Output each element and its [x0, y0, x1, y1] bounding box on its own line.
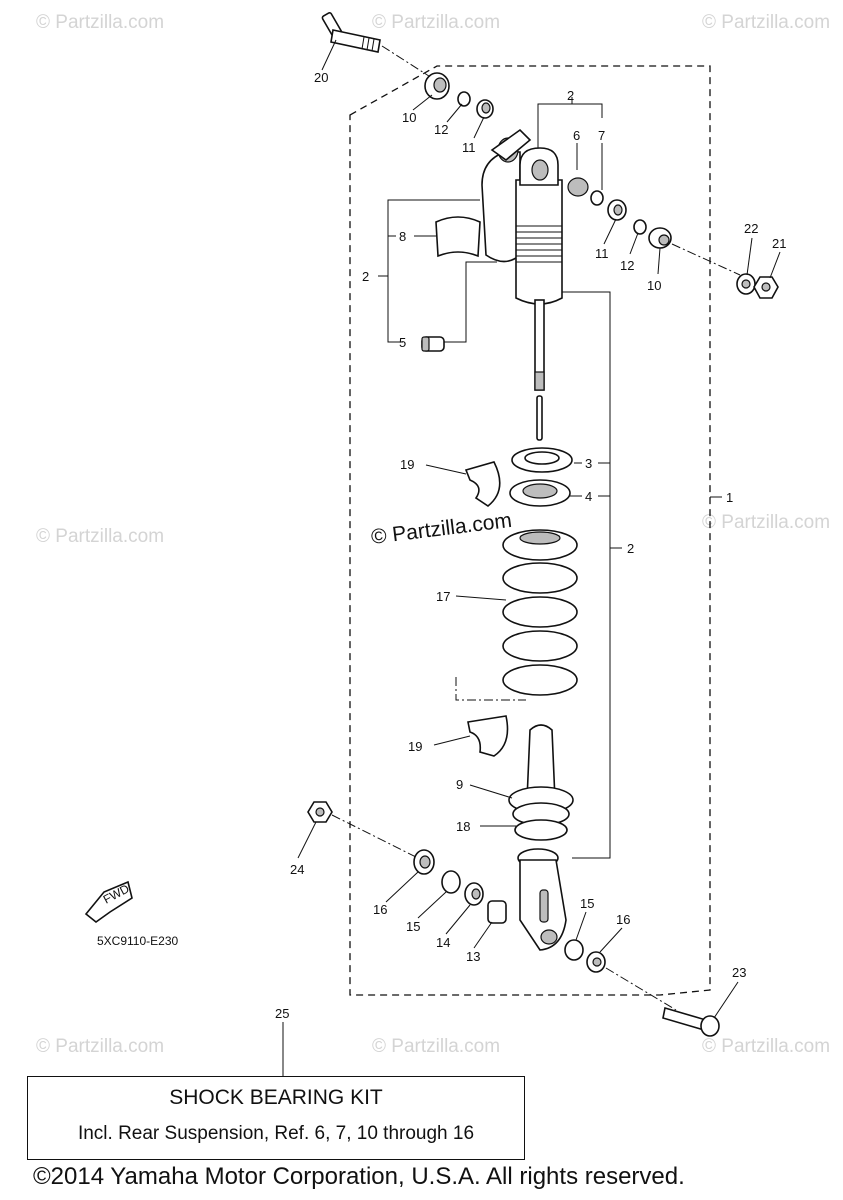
callout-14: 14 [436, 935, 450, 950]
callout-19: 19 [400, 457, 414, 472]
leader-lines [282, 39, 781, 1076]
right-collar-parts [607, 199, 779, 299]
assembly-boundary [349, 65, 711, 996]
valve-5 [421, 336, 445, 352]
adjust-nut-3 [511, 447, 573, 473]
callout-2: 2 [362, 269, 369, 284]
callout-6: 6 [573, 128, 580, 143]
diagram-code: 5XC9110-E230 [97, 934, 178, 948]
callout-15: 15 [580, 896, 594, 911]
callout-23: 23 [732, 965, 746, 980]
callout-2: 2 [567, 88, 574, 103]
callout-12: 12 [620, 258, 634, 273]
callout-25: 25 [275, 1006, 289, 1021]
callout-1: 1 [726, 490, 733, 505]
callout-11: 11 [462, 140, 476, 155]
watermark: © Partzilla.com [702, 512, 830, 533]
callout-2: 2 [627, 541, 634, 556]
callout-labels: 20 10 12 11 2 6 7 8 2 5 11 12 10 22 21 1… [275, 70, 786, 1021]
callout-9: 9 [456, 777, 463, 792]
shock-bearing-kit-box: SHOCK BEARING KIT Incl. Rear Suspension,… [27, 1076, 525, 1160]
callout-13: 13 [466, 949, 480, 964]
lower-bearing-parts-left [307, 801, 507, 924]
lower-bearing-parts-right [564, 939, 720, 1037]
watermark: © Partzilla.com [372, 1036, 500, 1057]
watermark-center: © Partzilla.com [370, 509, 513, 549]
callout-7: 7 [598, 128, 605, 143]
callout-10: 10 [647, 278, 661, 293]
forward-arrow-icon: FWD [84, 880, 133, 924]
callout-10: 10 [402, 110, 416, 125]
watermark: © Partzilla.com [702, 1036, 830, 1057]
watermark: © Partzilla.com [36, 1036, 164, 1057]
watermark-layer: © Partzilla.com © Partzilla.com © Partzi… [36, 12, 830, 1057]
callout-8: 8 [399, 229, 406, 244]
lower-clevis [517, 848, 567, 951]
spring-seat-19-upper [464, 461, 501, 507]
watermark: © Partzilla.com [36, 526, 164, 547]
callout-20: 20 [314, 70, 328, 85]
kit-description: Incl. Rear Suspension, Ref. 6, 7, 10 thr… [77, 1123, 475, 1144]
kit-title: SHOCK BEARING KIT [169, 1086, 383, 1109]
callout-18: 18 [456, 819, 470, 834]
callout-24: 24 [290, 862, 304, 877]
collar-6-seal-7 [567, 177, 604, 206]
watermark: © Partzilla.com [36, 12, 164, 33]
callout-16: 16 [616, 912, 630, 927]
callout-11: 11 [595, 246, 609, 261]
shock-absorber-body [481, 128, 563, 441]
cap-8 [435, 216, 481, 258]
lock-nut-4 [509, 479, 571, 507]
callout-21: 21 [772, 236, 786, 251]
bracket-lines [378, 97, 722, 859]
callout-19: 19 [408, 739, 422, 754]
callout-5: 5 [399, 335, 406, 350]
callout-3: 3 [585, 456, 592, 471]
spring-guide-18 [514, 819, 568, 841]
copyright-notice: ©2014 Yamaha Motor Corporation, U.S.A. A… [33, 1163, 685, 1190]
watermark: © Partzilla.com [372, 12, 500, 33]
callout-17: 17 [436, 589, 450, 604]
spring-seat-19-lower [455, 677, 526, 757]
callout-16: 16 [373, 902, 387, 917]
bolt-20 [321, 12, 433, 79]
callout-4: 4 [585, 489, 592, 504]
upper-collar-parts [424, 72, 494, 119]
callout-15: 15 [406, 919, 420, 934]
callout-12: 12 [434, 122, 448, 137]
watermark: © Partzilla.com [702, 12, 830, 33]
callout-22: 22 [744, 221, 758, 236]
spring-17 [502, 529, 578, 696]
bump-stop-9 [508, 724, 574, 826]
